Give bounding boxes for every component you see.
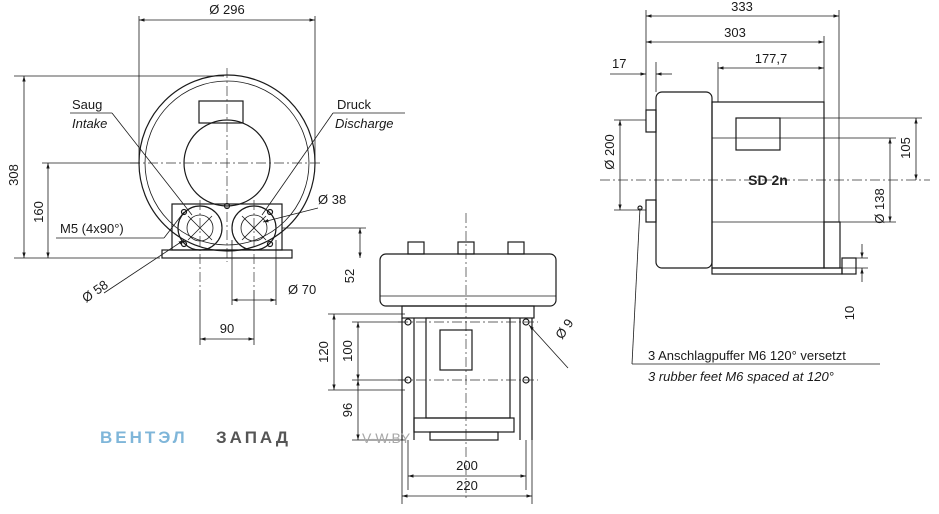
dim-height-52: 52 <box>342 269 357 283</box>
label-mount-holes: M5 (4x90°) <box>60 221 124 236</box>
dim-height-160: 160 <box>31 201 46 223</box>
dim-diameter-138: Ø 138 <box>872 188 887 223</box>
dim-height-10: 10 <box>842 306 857 320</box>
top-view: 120 100 96 Ø 9 200 220 <box>316 213 576 504</box>
label-intake-en: Intake <box>72 116 107 131</box>
housing-top <box>379 253 557 307</box>
dim-width-200: 200 <box>456 458 478 473</box>
dim-width-90: 90 <box>220 321 234 336</box>
dim-length-177-7: 177,7 <box>755 51 788 66</box>
motor-body <box>425 317 511 419</box>
dim-diameter-296: Ø 296 <box>209 2 244 17</box>
watermark-part2: ЗАПАД <box>216 428 291 447</box>
model-label: SD 2n <box>748 172 788 188</box>
watermark: ВЕНТЭЛ ЗАПАД V-W.BY <box>100 428 411 447</box>
dim-diameter-9: Ø 9 <box>552 316 576 342</box>
dim-diameter-70: Ø 70 <box>288 282 316 297</box>
dim-height-308: 308 <box>6 164 21 186</box>
base-plate <box>161 249 293 259</box>
dim-width-120: 120 <box>316 341 331 363</box>
front-view: Ø 296 308 160 Saug Intake Druck Discharg… <box>6 2 405 345</box>
dim-length-303: 303 <box>724 25 746 40</box>
side-terminal-box <box>735 117 781 151</box>
dim-diameter-58: Ø 58 <box>79 277 111 305</box>
dim-diameter-200: Ø 200 <box>602 134 617 169</box>
dim-width-96: 96 <box>340 403 355 417</box>
label-feet-de: 3 Anschlagpuffer M6 120° versetzt <box>648 348 846 363</box>
side-view: SD 2n 333 303 177,7 17 Ø 200 105 Ø 138 <box>600 0 930 384</box>
dim-height-105: 105 <box>898 137 913 159</box>
dim-width-100: 100 <box>340 340 355 362</box>
dim-length-333: 333 <box>731 0 753 14</box>
label-feet-en: 3 rubber feet M6 spaced at 120° <box>648 369 834 384</box>
terminal-box <box>198 100 244 124</box>
label-discharge-de: Druck <box>337 97 371 112</box>
dim-diameter-38: Ø 38 <box>318 192 346 207</box>
watermark-part1: ВЕНТЭЛ <box>100 428 188 447</box>
label-intake-de: Saug <box>72 97 102 112</box>
dim-length-17: 17 <box>612 56 626 71</box>
watermark-part3: V-W.BY <box>362 430 411 446</box>
label-discharge-en: Discharge <box>335 116 394 131</box>
dim-width-220: 220 <box>456 478 478 493</box>
